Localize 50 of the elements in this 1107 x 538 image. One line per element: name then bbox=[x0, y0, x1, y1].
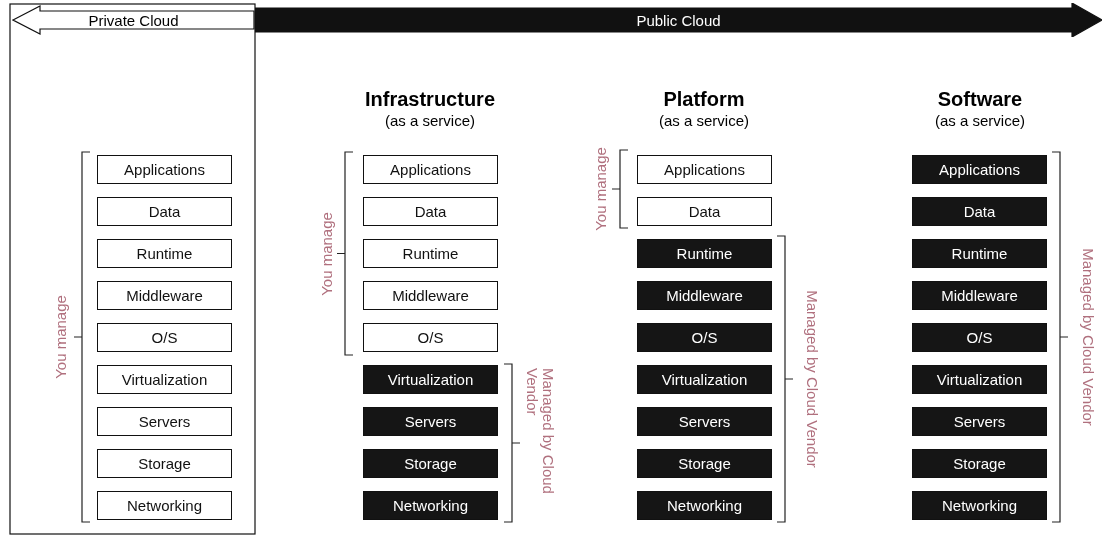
stack-layer-box: Storage bbox=[912, 449, 1047, 478]
stack-layer-box: Servers bbox=[912, 407, 1047, 436]
stack-layer-box: Storage bbox=[363, 449, 498, 478]
stack-layer-box: Networking bbox=[363, 491, 498, 520]
arrow-label: Private Cloud bbox=[88, 11, 179, 29]
column-subheading: (as a service) bbox=[935, 112, 1025, 129]
bracket-label: You manage bbox=[591, 147, 609, 231]
bracket-label: Managed by Cloud Vendor bbox=[803, 290, 821, 468]
stack-layer-box: O/S bbox=[97, 323, 232, 352]
stack-layer-box: Middleware bbox=[97, 281, 232, 310]
stack-layer-box: Networking bbox=[97, 491, 232, 520]
stack-layer-box: Middleware bbox=[363, 281, 498, 310]
bracket-label: Managed by Cloud Vendor bbox=[1079, 248, 1097, 426]
stack-layer-box: Middleware bbox=[637, 281, 772, 310]
stack-layer-box: Runtime bbox=[637, 239, 772, 268]
stack-layer-box: Virtualization bbox=[363, 365, 498, 394]
bracket-label: You manage bbox=[317, 212, 335, 296]
column-heading: Software bbox=[937, 88, 1023, 111]
stack-layer-box: O/S bbox=[912, 323, 1047, 352]
stack-layer-box: Networking bbox=[912, 491, 1047, 520]
stack-layer-box: Storage bbox=[97, 449, 232, 478]
stack-layer-box: Runtime bbox=[363, 239, 498, 268]
stack-layer-box: O/S bbox=[363, 323, 498, 352]
stack-layer-box: Data bbox=[912, 197, 1047, 226]
stack-layer-box: Applications bbox=[97, 155, 232, 184]
bracket-label: You manage bbox=[51, 295, 69, 379]
stack-layer-box: Middleware bbox=[912, 281, 1047, 310]
stack-layer-box: Runtime bbox=[912, 239, 1047, 268]
stack-layer-box: Storage bbox=[637, 449, 772, 478]
stack-layer-box: Applications bbox=[912, 155, 1047, 184]
column-heading: Platform bbox=[663, 88, 745, 111]
stack-layer-box: Virtualization bbox=[97, 365, 232, 394]
stack-layer-box: Servers bbox=[637, 407, 772, 436]
stack-layer-box: Data bbox=[97, 197, 232, 226]
stack-layer-box: Applications bbox=[637, 155, 772, 184]
arrow-label: Public Cloud bbox=[636, 11, 721, 29]
stack-layer-box: Servers bbox=[97, 407, 232, 436]
stack-layer-box: Data bbox=[637, 197, 772, 226]
column-heading: Infrastructure bbox=[365, 88, 495, 111]
stack-layer-box: Networking bbox=[637, 491, 772, 520]
stack-layer-box: Applications bbox=[363, 155, 498, 184]
stack-layer-box: Servers bbox=[363, 407, 498, 436]
stack-layer-box: O/S bbox=[637, 323, 772, 352]
column-subheading: (as a service) bbox=[385, 112, 475, 129]
stack-layer-box: Virtualization bbox=[637, 365, 772, 394]
column-subheading: (as a service) bbox=[659, 112, 749, 129]
stack-layer-box: Virtualization bbox=[912, 365, 1047, 394]
stack-layer-box: Runtime bbox=[97, 239, 232, 268]
bracket-label: Managed by Cloud Vendor bbox=[524, 368, 556, 496]
stack-layer-box: Data bbox=[363, 197, 498, 226]
